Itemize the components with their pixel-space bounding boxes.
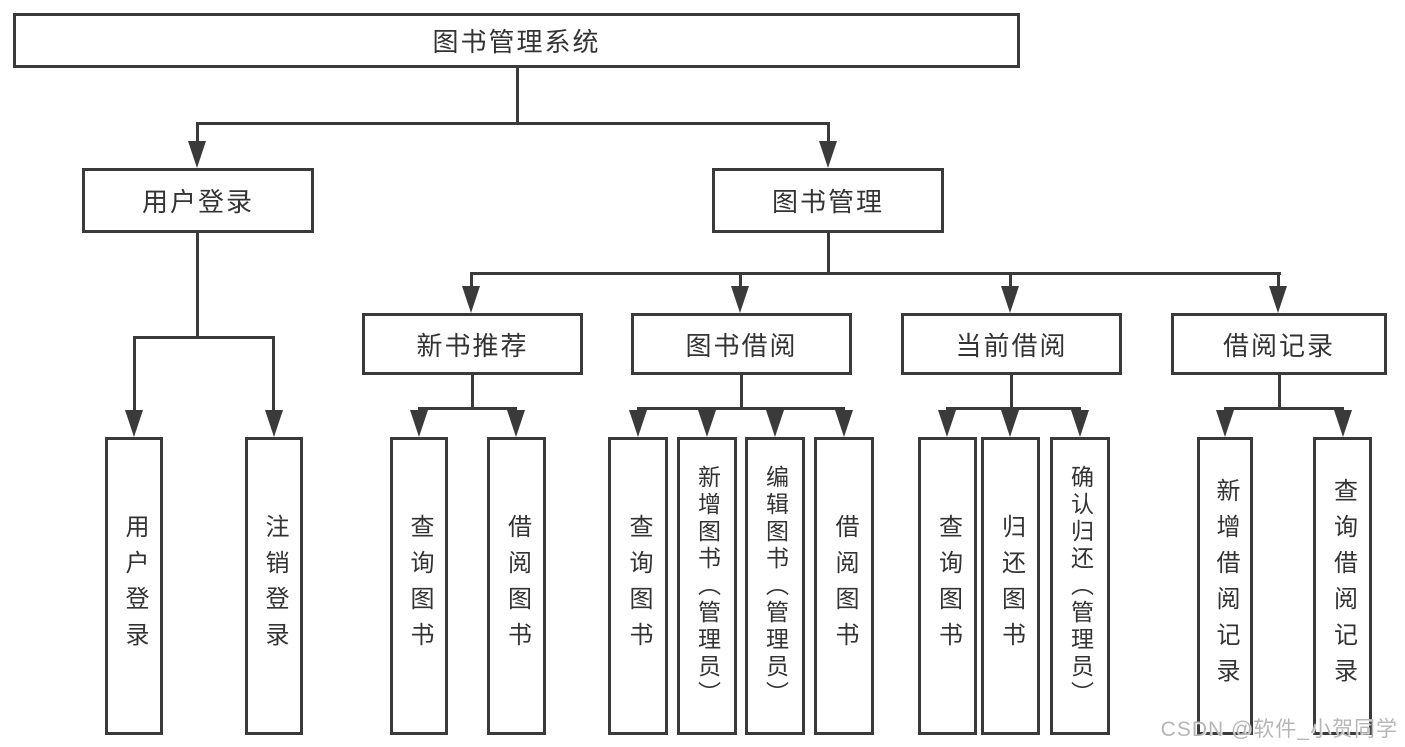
node-label: 图书管理 [771,187,884,217]
arrowhead-down-icon [1334,410,1352,437]
arrowhead-down-icon [731,286,749,313]
leaf-return-books: 归还图书 [981,437,1040,735]
leaf-borrow-books-recommend: 借阅图书 [487,437,546,735]
node-label: 借阅记录 [1222,330,1335,361]
leaf-label: 借阅图书 [831,514,858,658]
leaf-label: 查询图书 [406,514,433,658]
connector-line [418,407,517,410]
node-label: 图书管理系统 [432,27,601,57]
arrowhead-down-icon [698,410,716,437]
connector-line [827,122,830,142]
csdn-watermark: CSDN @软件_小贺同学 [1160,718,1398,741]
leaf-label: 编辑图书（管理员） [762,464,789,708]
connector-line [516,68,519,125]
node-library-management-system: 图书管理系统 [13,13,1020,68]
arrowhead-down-icon [462,286,480,313]
leaf-logout: 注销登录 [245,437,303,735]
node-label: 当前借阅 [955,330,1068,361]
node-label: 新书推荐 [416,330,529,361]
connector-line [470,272,473,287]
leaf-label: 用户登录 [121,514,148,658]
arrowhead-down-icon [819,141,837,168]
arrowhead-down-icon [835,410,853,437]
arrowhead-down-icon [1001,286,1019,313]
arrowhead-down-icon [1216,410,1234,437]
leaf-confirm-return-admin: 确认归还（管理员） [1050,437,1110,735]
node-user-login: 用户登录 [82,168,314,233]
arrowhead-down-icon [125,410,143,437]
leaf-borrow-books-borrowing: 借阅图书 [814,437,874,735]
leaf-label: 借阅图书 [503,514,531,658]
node-current-borrowing: 当前借阅 [901,313,1122,375]
leaf-query-books-borrowing: 查询图书 [608,437,668,735]
leaf-query-books-current: 查询图书 [918,437,977,735]
connector-line [471,375,474,410]
connector-line [637,407,845,410]
connector-line [946,407,1081,410]
arrowhead-down-icon [410,410,428,437]
connector-line [133,336,136,411]
connector-line [1224,407,1344,410]
leaf-label: 查询图书 [625,514,652,658]
node-new-book-recommend: 新书推荐 [362,313,583,375]
node-book-borrowing: 图书借阅 [631,313,852,375]
connector-line [827,233,830,272]
node-label: 图书借阅 [685,330,798,361]
connector-line [133,336,275,339]
arrowhead-down-icon [1001,410,1019,437]
leaf-label: 确认归还（管理员） [1067,464,1094,708]
connector-line [196,122,830,125]
connector-line [740,375,743,410]
arrowhead-down-icon [766,410,784,437]
arrowhead-down-icon [629,410,647,437]
connector-line [272,336,275,411]
leaf-label: 新增借阅记录 [1212,478,1239,694]
connector-line [1278,375,1281,410]
leaf-label: 新增图书（管理员） [694,464,721,708]
connector-line [739,272,742,287]
leaf-edit-book-admin: 编辑图书（管理员） [745,437,805,735]
leaf-query-borrow-record: 查询借阅记录 [1313,437,1372,735]
leaf-query-books-recommend: 查询图书 [390,437,448,735]
leaf-user-login: 用户登录 [105,437,163,735]
arrowhead-down-icon [188,141,206,168]
connector-line [1010,375,1013,410]
node-label: 用户登录 [141,187,254,217]
arrowhead-down-icon [1071,410,1089,437]
leaf-add-book-admin: 新增图书（管理员） [677,437,737,735]
arrowhead-down-icon [1269,286,1287,313]
leaf-label: 注销登录 [261,514,288,658]
connector-line [1277,272,1280,287]
leaf-label: 归还图书 [997,514,1025,658]
leaf-label: 查询图书 [934,514,962,658]
connector-line [1009,272,1012,287]
arrowhead-down-icon [938,410,956,437]
node-book-management: 图书管理 [712,168,944,233]
node-borrowing-records: 借阅记录 [1171,313,1387,375]
connector-line [471,272,1281,275]
connector-line [196,122,199,142]
leaf-label: 查询借阅记录 [1329,478,1357,694]
arrowhead-down-icon [265,410,283,437]
connector-line [196,233,199,336]
leaf-add-borrow-record: 新增借阅记录 [1197,437,1253,735]
arrowhead-down-icon [507,410,525,437]
